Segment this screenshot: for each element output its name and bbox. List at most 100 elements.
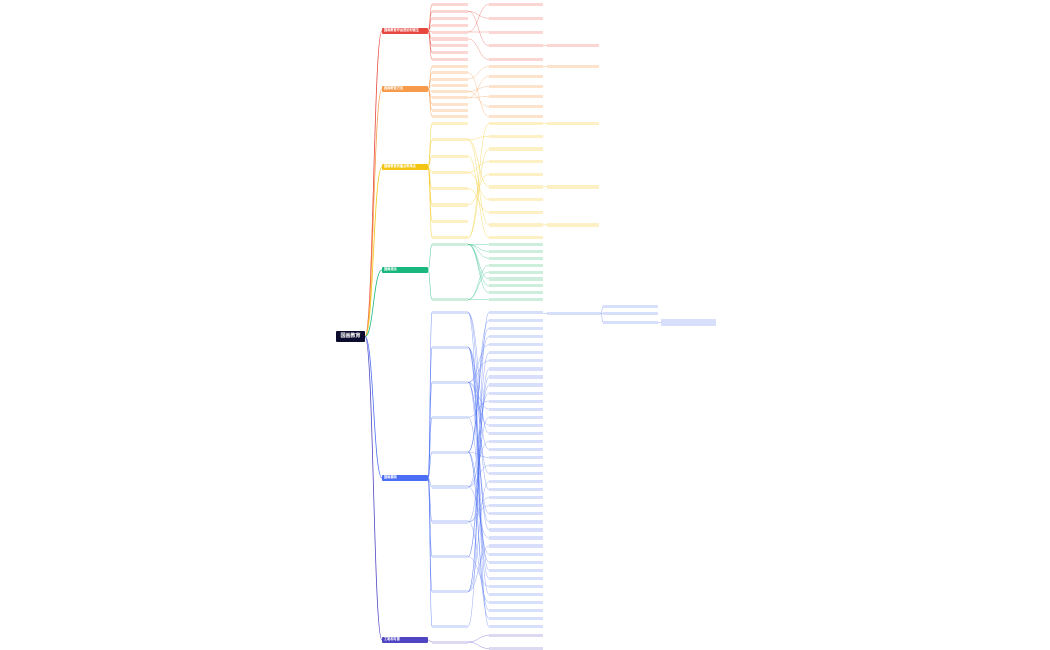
- level2-node[interactable]: [489, 298, 543, 302]
- level2-node[interactable]: [489, 576, 543, 580]
- level1-node[interactable]: [432, 170, 468, 175]
- branch-node-0[interactable]: 国画教育作品是如何诞生: [382, 28, 428, 34]
- level2-node[interactable]: [489, 407, 543, 411]
- level1-node[interactable]: [432, 380, 468, 384]
- level2-node[interactable]: [489, 375, 543, 379]
- level1-node[interactable]: [432, 108, 468, 112]
- level2-node[interactable]: [489, 243, 543, 247]
- level2-node[interactable]: [489, 399, 543, 403]
- level1-node[interactable]: [432, 203, 468, 207]
- level1-node[interactable]: [432, 83, 468, 87]
- level2-node[interactable]: [489, 455, 543, 460]
- level3-node[interactable]: [547, 223, 599, 227]
- level1-node[interactable]: [432, 77, 468, 81]
- level1-node[interactable]: [432, 450, 468, 454]
- level2-node[interactable]: [489, 367, 543, 371]
- level2-node[interactable]: [489, 291, 543, 295]
- level1-node[interactable]: [432, 243, 468, 247]
- level4-node[interactable]: [603, 321, 658, 325]
- level2-node[interactable]: [489, 391, 543, 395]
- level2-node[interactable]: [489, 95, 543, 99]
- level3-node[interactable]: [547, 65, 599, 69]
- level2-node[interactable]: [489, 600, 543, 605]
- branch-node-4[interactable]: 国画基础: [382, 475, 428, 481]
- level1-node[interactable]: [432, 9, 468, 14]
- level1-node[interactable]: [432, 23, 468, 27]
- level1-node[interactable]: [432, 590, 468, 594]
- level2-node[interactable]: [489, 16, 543, 20]
- level2-node[interactable]: [489, 512, 543, 516]
- level2-node[interactable]: [489, 592, 543, 596]
- branch-node-2[interactable]: 国画教育的重点和难点: [382, 164, 428, 170]
- level2-node[interactable]: [489, 359, 543, 363]
- level1-node[interactable]: [432, 51, 468, 55]
- level2-node[interactable]: [489, 343, 543, 347]
- level1-node[interactable]: [432, 345, 468, 350]
- level2-node[interactable]: [489, 236, 543, 240]
- level2-node[interactable]: [489, 210, 543, 214]
- level2-node[interactable]: [489, 383, 543, 387]
- level2-node[interactable]: [489, 327, 543, 331]
- level5-node[interactable]: [661, 319, 716, 326]
- level1-node[interactable]: [432, 3, 468, 7]
- root-node[interactable]: 国画教育: [336, 331, 365, 342]
- level2-node[interactable]: [489, 496, 543, 500]
- level2-node[interactable]: [489, 560, 543, 564]
- level1-node[interactable]: [432, 122, 468, 126]
- level3-node[interactable]: [547, 312, 601, 316]
- level2-node[interactable]: [489, 185, 543, 189]
- level3-node[interactable]: [547, 44, 599, 48]
- level2-node[interactable]: [489, 319, 543, 323]
- level2-node[interactable]: [489, 544, 543, 548]
- level2-node[interactable]: [489, 552, 543, 556]
- level2-node[interactable]: [489, 520, 543, 524]
- level1-node[interactable]: [432, 71, 468, 75]
- level4-node[interactable]: [603, 305, 658, 309]
- level2-node[interactable]: [489, 311, 543, 315]
- level2-node[interactable]: [489, 160, 543, 164]
- level1-node[interactable]: [432, 625, 468, 629]
- level2-node[interactable]: [489, 58, 543, 62]
- branch-node-3[interactable]: 国画流派: [382, 267, 428, 273]
- level2-node[interactable]: [489, 122, 543, 126]
- level2-node[interactable]: [489, 480, 543, 484]
- level1-node[interactable]: [432, 16, 468, 20]
- level2-node[interactable]: [489, 115, 543, 119]
- level1-node[interactable]: [432, 65, 468, 69]
- level1-node[interactable]: [432, 236, 468, 240]
- level2-node[interactable]: [489, 256, 543, 260]
- level2-node[interactable]: [489, 568, 543, 572]
- level1-node[interactable]: [432, 115, 468, 119]
- level2-node[interactable]: [489, 608, 543, 613]
- level2-node[interactable]: [489, 423, 543, 427]
- level2-node[interactable]: [489, 284, 543, 288]
- level2-node[interactable]: [489, 616, 543, 621]
- level1-node[interactable]: [432, 555, 468, 559]
- level1-node[interactable]: [432, 30, 468, 34]
- level2-node[interactable]: [489, 439, 543, 443]
- level2-node[interactable]: [489, 198, 543, 202]
- level2-node[interactable]: [489, 504, 543, 508]
- level2-node[interactable]: [489, 463, 543, 468]
- level2-node[interactable]: [489, 249, 543, 254]
- level1-node[interactable]: [432, 485, 468, 489]
- level2-node[interactable]: [489, 134, 543, 138]
- level2-node[interactable]: [489, 3, 543, 7]
- level1-node[interactable]: [432, 138, 468, 142]
- level1-node[interactable]: [432, 154, 468, 158]
- level2-node[interactable]: [489, 30, 543, 34]
- level2-node[interactable]: [489, 351, 543, 355]
- level2-node[interactable]: [489, 277, 543, 281]
- level1-node[interactable]: [432, 96, 468, 100]
- level2-node[interactable]: [489, 431, 543, 435]
- level2-node[interactable]: [489, 44, 543, 48]
- level2-node[interactable]: [489, 584, 543, 588]
- level1-node[interactable]: [432, 311, 468, 315]
- level2-node[interactable]: [489, 415, 543, 419]
- level2-node[interactable]: [489, 634, 543, 638]
- level2-node[interactable]: [489, 528, 543, 532]
- level1-node[interactable]: [432, 219, 468, 223]
- level2-node[interactable]: [489, 270, 543, 274]
- level2-node[interactable]: [489, 85, 543, 89]
- level4-node[interactable]: [603, 312, 658, 316]
